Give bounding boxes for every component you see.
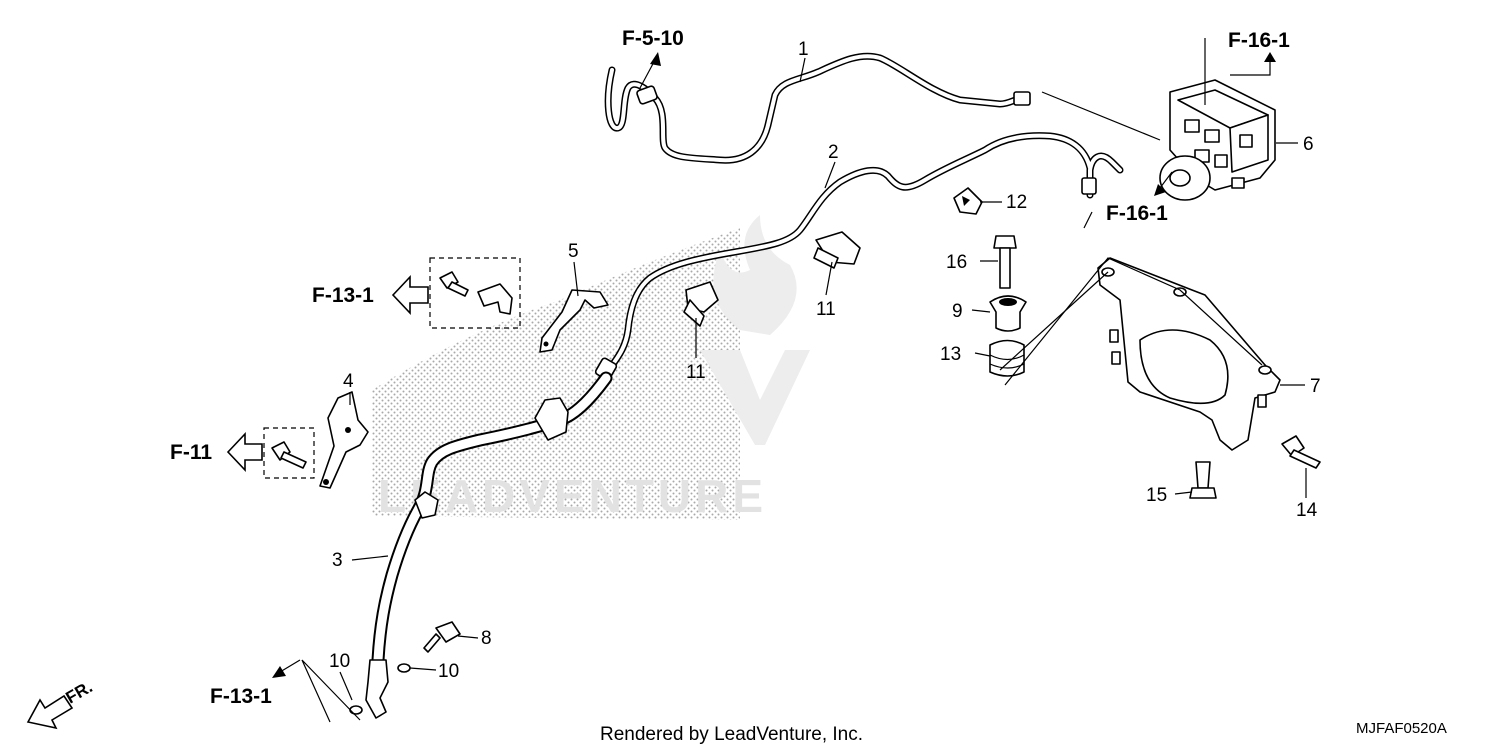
grommet-9[interactable] [989, 295, 1027, 332]
diagram-code: MJFAF0520A [1356, 720, 1447, 737]
callout-11-b[interactable]: 11 [686, 362, 706, 383]
front-direction-marker: FR. [26, 677, 96, 730]
callout-13[interactable]: 13 [940, 344, 961, 365]
washer-10-b[interactable] [349, 705, 363, 715]
bracket-5[interactable] [539, 289, 609, 353]
callout-3[interactable]: 3 [332, 550, 343, 571]
front-arrow-icon [26, 694, 74, 730]
callout-14[interactable]: 14 [1296, 500, 1318, 521]
brake-pipe-2[interactable] [594, 132, 1124, 381]
hose-3-clamp-block [534, 397, 569, 441]
footer-credit: Rendered by LeadVenture, Inc. [600, 724, 863, 745]
callout-2[interactable]: 2 [828, 142, 839, 163]
watermark-flame-icon [713, 215, 797, 335]
detail-bolt[interactable] [439, 271, 469, 297]
ref-f5-10[interactable]: F-5-10 [622, 27, 684, 50]
arrow-f13-1-left-icon [391, 274, 429, 316]
hose-3-upper-fitting [414, 491, 439, 519]
brake-pipe-1[interactable] [604, 52, 1031, 164]
arrow-f5-10-icon [650, 52, 661, 66]
bracket-4[interactable] [319, 391, 369, 489]
detail-clip[interactable] [477, 283, 513, 315]
clip-11-a[interactable] [813, 231, 861, 269]
f13-1-detail-box [429, 257, 521, 329]
callout-6[interactable]: 6 [1303, 134, 1314, 155]
callout-10-b[interactable]: 10 [329, 651, 350, 672]
arrow-f16-1-top-icon [1264, 52, 1276, 62]
arrow-f16-1-mid-icon [1154, 184, 1166, 196]
callout-7[interactable]: 7 [1310, 376, 1321, 397]
pipe-1-abs-nut [1013, 91, 1031, 106]
ref-f16-1-mid[interactable]: F-16-1 [1106, 202, 1168, 225]
ref-f11[interactable]: F-11 [170, 441, 212, 464]
callout-16[interactable]: 16 [946, 252, 967, 273]
pipe-2-abs-nut [1081, 177, 1097, 195]
hose-3-banjo-fitting [365, 659, 389, 719]
bolt-14[interactable] [1281, 435, 1321, 469]
ref-f13-1-left[interactable]: F-13-1 [312, 284, 374, 307]
leader-lines [301, 38, 1307, 723]
watermark-text: LEADVENTURE [378, 470, 767, 522]
callout-1[interactable]: 1 [798, 39, 809, 60]
bracket-4-bolt[interactable] [271, 441, 307, 469]
clip-11-b[interactable] [683, 281, 719, 327]
reference-arrows [272, 52, 1276, 678]
f11-detail-box [263, 427, 315, 479]
callout-5[interactable]: 5 [568, 241, 579, 262]
ref-f13-1-bottom[interactable]: F-13-1 [210, 685, 272, 708]
clip-12[interactable] [953, 187, 983, 215]
callout-12[interactable]: 12 [1006, 192, 1027, 213]
arrow-f11-icon [226, 431, 263, 473]
callout-9[interactable]: 9 [952, 301, 963, 322]
bolt-8[interactable] [423, 621, 461, 653]
watermark: LEADVENTURE [372, 215, 810, 522]
callout-10-a[interactable]: 10 [438, 661, 459, 682]
callout-8[interactable]: 8 [481, 628, 492, 649]
abs-modulator-6[interactable] [1159, 79, 1276, 201]
ref-f16-1-top[interactable]: F-16-1 [1228, 29, 1290, 52]
abs-bracket-7[interactable] [1097, 257, 1281, 451]
brake-hose-3[interactable] [365, 371, 613, 719]
pipe-1-upper-fitting [636, 85, 658, 105]
washer-10-a[interactable] [397, 663, 411, 673]
watermark-v-logo-icon [700, 350, 810, 445]
callout-4[interactable]: 4 [343, 371, 354, 392]
arrow-f13-1-bottom-icon [272, 666, 286, 678]
callout-11-a[interactable]: 11 [816, 299, 836, 320]
bolt-15[interactable] [1189, 461, 1217, 499]
rubber-mount-13[interactable] [989, 339, 1025, 377]
callout-15[interactable]: 15 [1146, 485, 1167, 506]
bolt-16[interactable] [993, 235, 1017, 289]
